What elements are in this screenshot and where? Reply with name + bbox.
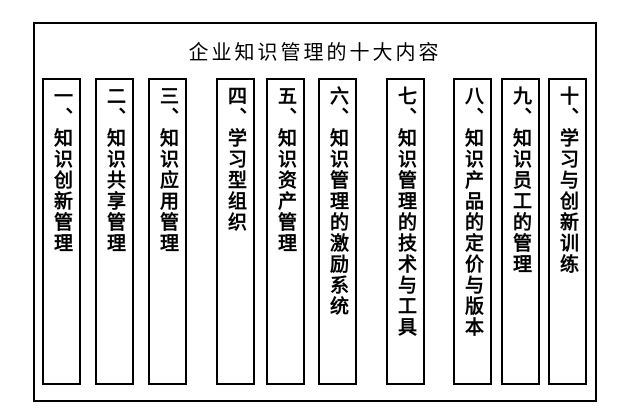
- item-label-8: 八、知识产品的定价与版本: [462, 86, 484, 338]
- item-label-10: 十、学习与创新训练: [557, 86, 579, 275]
- item-box-3: 三、知识应用管理: [148, 78, 187, 385]
- item-label-9: 九、知识员工的管理: [510, 86, 532, 275]
- item-box-5: 五、知识资产管理: [266, 78, 305, 385]
- item-label-2: 二、知识共享管理: [104, 86, 126, 254]
- item-box-1: 一、知识创新管理: [42, 78, 81, 385]
- diagram-title: 企业知识管理的十大内容: [188, 40, 442, 64]
- item-box-2: 二、知识共享管理: [95, 78, 134, 385]
- item-label-1: 一、知识创新管理: [51, 86, 73, 254]
- outer-frame: 企业知识管理的十大内容 一、知识创新管理 二、知识共享管理 三、知识应用管理 四…: [33, 22, 597, 402]
- item-box-7: 七、知识管理的技术与工具: [386, 78, 425, 385]
- item-box-9: 九、知识员工的管理: [501, 78, 540, 385]
- item-box-6: 六、知识管理的激励系统: [318, 78, 357, 385]
- item-box-10: 十、学习与创新训练: [548, 78, 587, 385]
- item-box-4: 四、学习型组织: [216, 78, 255, 385]
- item-label-5: 五、知识资产管理: [275, 86, 297, 254]
- item-box-8: 八、知识产品的定价与版本: [453, 78, 492, 385]
- item-label-4: 四、学习型组织: [225, 86, 247, 233]
- item-label-3: 三、知识应用管理: [157, 86, 179, 254]
- item-label-6: 六、知识管理的激励系统: [327, 86, 349, 317]
- item-label-7: 七、知识管理的技术与工具: [395, 86, 417, 338]
